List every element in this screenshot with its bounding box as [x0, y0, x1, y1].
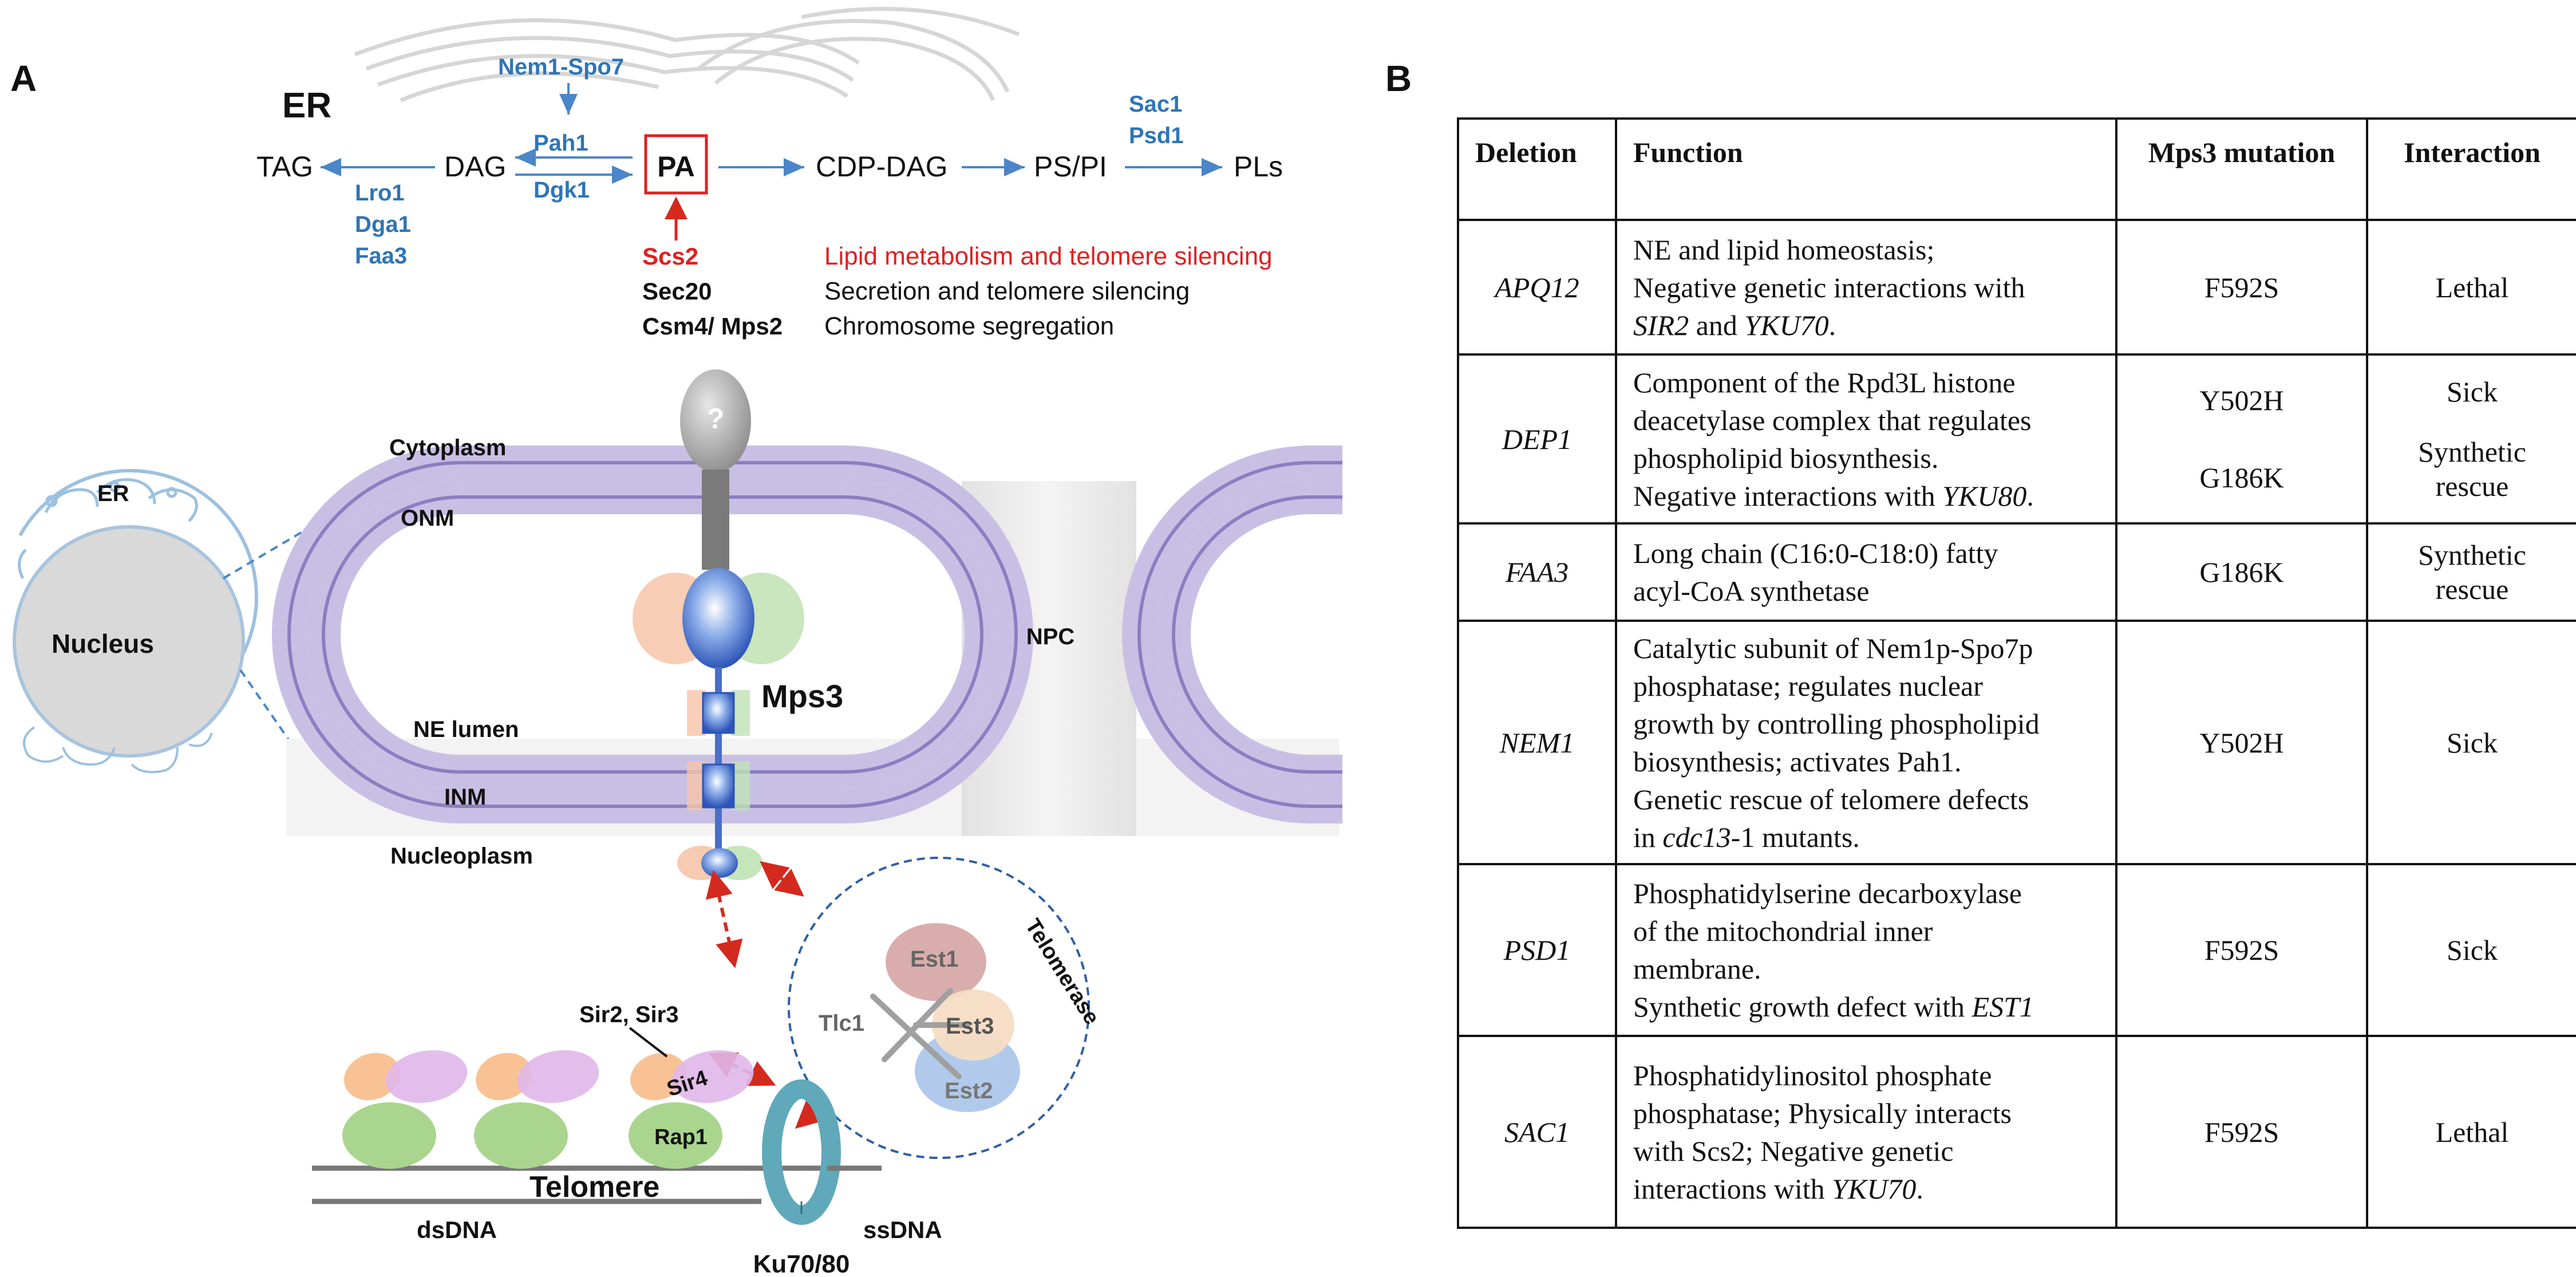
cell-interaction: Sick	[2366, 863, 2576, 1037]
sac1-label: Sac1	[1129, 92, 1182, 117]
pah1-label: Pah1	[534, 131, 588, 156]
est1-label: Est1	[910, 947, 959, 972]
cell-interaction: Sick	[2366, 620, 2576, 865]
header-interaction: Interaction	[2366, 117, 2576, 221]
sir2-sir3-label: Sir2, Sir3	[579, 1002, 678, 1027]
cell-nucleus-graphic	[13, 469, 345, 820]
header-mps3-mutation: Mps3 mutation	[2115, 117, 2368, 221]
nucleoplasm-label: Nucleoplasm	[390, 844, 533, 869]
pa-label: PA	[657, 151, 695, 183]
dag-label: DAG	[444, 151, 506, 183]
cell-mps3-mutation: G186K	[2115, 522, 2368, 622]
mps3-protein-graphic	[633, 369, 804, 880]
telomere-label: Telomere	[530, 1170, 659, 1204]
inm-label: INM	[444, 785, 486, 810]
tag-label: TAG	[256, 151, 313, 183]
sec20-label: Sec20	[642, 278, 712, 305]
sec20-role-label: Secretion and telomere silencing	[824, 277, 1190, 305]
ssdna-label: ssDNA	[863, 1216, 942, 1243]
scs2-label: Scs2	[642, 243, 698, 270]
panel-a-label: A	[10, 58, 37, 99]
cell-mps3-mutation: F592S	[2115, 1035, 2368, 1229]
nucleus-label: Nucleus	[52, 629, 154, 659]
pls-label: PLs	[1234, 151, 1283, 183]
nuclear-envelope-graphic	[272, 441, 1374, 842]
ne-lumen-label: NE lumen	[413, 717, 519, 742]
cell-interaction: Synthetic rescue	[2366, 522, 2576, 622]
deletion-interaction-table: Deletion Function Mps3 mutation Interact…	[1457, 117, 2576, 1229]
cell-deletion: APQ12	[1457, 219, 1617, 356]
er-label: ER	[282, 86, 331, 125]
pa-box	[644, 134, 708, 195]
ku-label: Ku70/80	[753, 1250, 850, 1277]
mps3-telomerase-arrow	[760, 861, 804, 897]
question-mark: ?	[707, 403, 725, 435]
cdp-dag-label: CDP-DAG	[816, 151, 948, 183]
scs2-role-label: Lipid metabolism and telomere silencing	[824, 242, 1273, 270]
cytoplasm-label: Cytoplasm	[389, 435, 507, 460]
onm-label: ONM	[401, 506, 454, 531]
cell-deletion: NEM1	[1457, 620, 1617, 865]
cell-function: NE and lipid homeostasis;Negative geneti…	[1615, 219, 2117, 356]
cell-deletion: FAA3	[1457, 522, 1617, 622]
rap1-label: Rap1	[654, 1125, 708, 1149]
er-small-label: ER	[97, 481, 129, 506]
csm4-mps2-label: Csm4/ Mps2	[642, 313, 783, 340]
cell-deletion: DEP1	[1457, 353, 1617, 525]
cell-deletion: SAC1	[1457, 1035, 1617, 1229]
cell-mps3-mutation: Y502H	[2115, 620, 2368, 865]
cell-mps3-mutation: F592S	[2115, 863, 2368, 1037]
npc-label: NPC	[1026, 624, 1074, 649]
chromatin-graphic	[312, 1027, 882, 1225]
psd1-label: Psd1	[1129, 123, 1184, 148]
cell-deletion: PSD1	[1457, 863, 1617, 1037]
header-deletion: Deletion	[1457, 117, 1617, 221]
cell-interaction: Lethal	[2366, 1035, 2576, 1229]
er-cisternae-graphic	[354, 6, 1020, 103]
mps3-label: Mps3	[761, 678, 843, 714]
cell-mps3-mutation: F592S	[2115, 219, 2368, 356]
faa3-label: Faa3	[355, 243, 407, 269]
telomerase-graphic	[788, 857, 1090, 1159]
csm4-role-label: Chromosome segregation	[824, 312, 1114, 340]
mps3-chromatin-arrow	[705, 870, 743, 968]
tlc1-label: Tlc1	[819, 1011, 864, 1036]
panel-a-diagram: ER Nem1-Spo7 Pah1 Dgk1 TAG DAG PA CDP-DA…	[13, 6, 1374, 1277]
header-function: Function	[1615, 117, 2117, 221]
cell-interaction: Lethal	[2366, 219, 2576, 356]
panel-b-label: B	[1385, 58, 1412, 99]
lro1-label: Lro1	[355, 180, 405, 206]
table-header-row: Deletion Function Mps3 mutation Interact…	[1457, 117, 2576, 221]
dgk1-label: Dgk1	[534, 178, 590, 203]
dsdna-label: dsDNA	[417, 1216, 497, 1243]
dga1-label: Dga1	[355, 212, 411, 237]
ps-pi-label: PS/PI	[1034, 151, 1107, 183]
est3-label: Est3	[946, 1014, 994, 1039]
est2-label: Est2	[945, 1078, 993, 1103]
nem1-spo7-label: Nem1-Spo7	[498, 54, 624, 80]
